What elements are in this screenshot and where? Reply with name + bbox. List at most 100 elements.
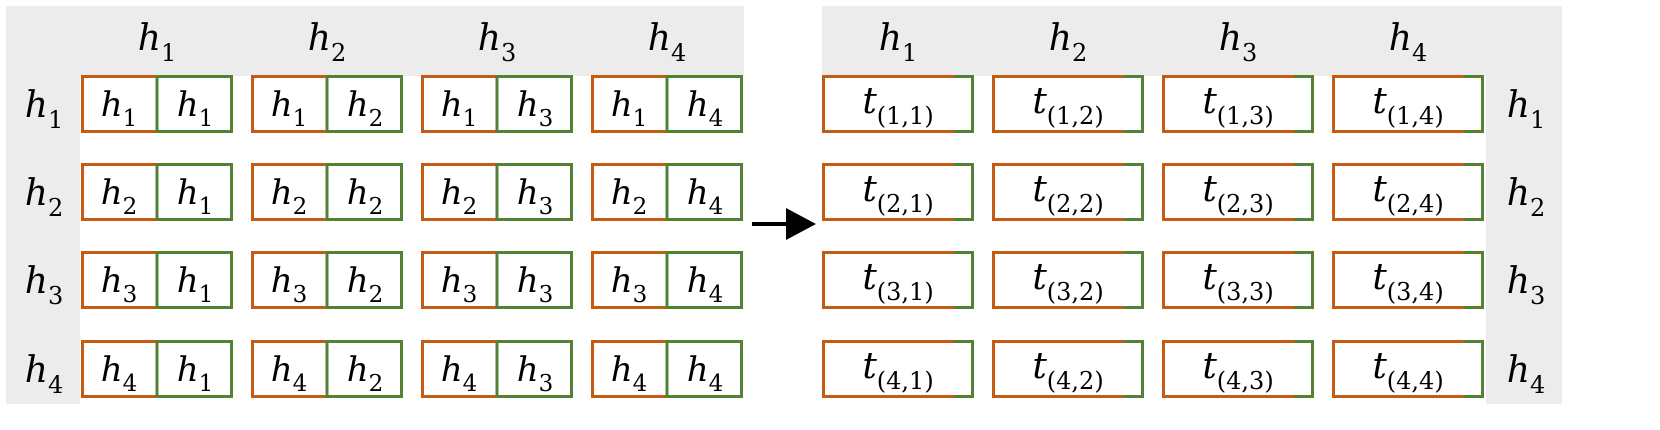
left-row-header-band [6,6,80,404]
table-cell-4-3: t(4,3) [1162,340,1314,398]
table-cell-label: t(1,2) [1032,81,1103,130]
left-col-header-4: h4 [648,18,686,67]
table-cell-3-2: t(3,2) [992,251,1144,309]
pair-right-label: h3 [517,350,554,397]
table-cell-bg [992,75,1144,133]
table-cell-border-right [1294,75,1314,133]
table-cell-bg [1162,75,1314,133]
left-row-header-2: h2 [25,173,63,222]
table-cell-border-right [1124,251,1144,309]
right-row-header-band [1486,6,1562,404]
pair-right-box [665,340,743,398]
table-cell-label: t(4,4) [1372,346,1443,395]
left-col-header-3: h3 [478,18,516,67]
table-cell-border-right [954,340,974,398]
pair-right-box [325,340,403,398]
table-cell-bg [1332,340,1484,398]
right-col-header-4: h4 [1389,18,1427,67]
table-cell-border-right [1464,251,1484,309]
table-cell-label: t(3,4) [1372,257,1443,306]
table-cell-border-right [1464,340,1484,398]
pair-right-box [495,75,573,133]
right-row-header-2: h2 [1507,173,1545,222]
pair-right-box [155,163,233,221]
pair-left-label: h1 [441,85,478,132]
pair-right-box [155,340,233,398]
table-cell-2-4: t(2,4) [1332,163,1484,221]
table-cell-2-3: t(2,3) [1162,163,1314,221]
table-cell-bg [822,251,974,309]
table-cell-border-right [1124,163,1144,221]
table-cell-bg [1332,75,1484,133]
pair-right-label: h1 [177,350,214,397]
pair-left-label: h4 [441,350,478,397]
table-cell-3-4: t(3,4) [1332,251,1484,309]
right-header-band [822,6,1562,76]
table-cell-label: t(1,4) [1372,81,1443,130]
table-cell-border-right [954,251,974,309]
left-col-header-2: h2 [308,18,346,67]
pair-right-box [495,163,573,221]
table-cell-border-right [1124,340,1144,398]
left-row-header-1: h1 [25,85,63,134]
pair-left-label: h3 [101,261,138,308]
pair-cell-1-1: h1 h1 [81,75,233,133]
pair-cell-1-3: h1 h3 [421,75,573,133]
pair-left-label: h2 [441,173,478,220]
table-cell-1-2: t(1,2) [992,75,1144,133]
table-cell-label: t(4,3) [1202,346,1273,395]
pair-right-box [665,251,743,309]
pair-right-box [495,251,573,309]
right-row-header-4: h4 [1507,350,1545,399]
pair-right-label: h1 [177,173,214,220]
pair-right-box [495,340,573,398]
pair-left-label: h3 [611,261,648,308]
arrow-head [786,208,816,240]
pair-right-label: h1 [177,85,214,132]
right-col-header-2: h2 [1049,18,1087,67]
table-cell-border-right [1294,163,1314,221]
pair-left-label: h1 [101,85,138,132]
table-cell-bg [822,163,974,221]
pair-right-label: h3 [517,85,554,132]
table-cell-4-4: t(4,4) [1332,340,1484,398]
table-cell-4-2: t(4,2) [992,340,1144,398]
table-cell-bg [1332,251,1484,309]
table-cell-label: t(2,2) [1032,169,1103,218]
table-cell-border-right [954,163,974,221]
pair-right-label: h4 [687,261,724,308]
pair-left-label: h3 [271,261,308,308]
table-cell-border-right [1124,75,1144,133]
table-cell-border-right [1294,251,1314,309]
table-cell-3-1: t(3,1) [822,251,974,309]
table-cell-2-1: t(2,1) [822,163,974,221]
table-cell-bg [822,75,974,133]
pair-right-label: h2 [347,261,384,308]
table-cell-border-right [1294,340,1314,398]
pair-right-label: h3 [517,173,554,220]
pair-right-box [665,163,743,221]
table-cell-label: t(4,1) [862,346,933,395]
table-cell-label: t(3,3) [1202,257,1273,306]
left-col-header-1: h1 [138,18,176,67]
pair-right-box [325,251,403,309]
right-row-header-1: h1 [1507,85,1545,134]
pair-left-label: h3 [441,261,478,308]
table-cell-border-right [1464,75,1484,133]
right-row-header-3: h3 [1507,261,1545,310]
table-cell-1-4: t(1,4) [1332,75,1484,133]
table-cell-label: t(1,3) [1202,81,1273,130]
table-cell-label: t(2,3) [1202,169,1273,218]
table-cell-border-right [1464,163,1484,221]
